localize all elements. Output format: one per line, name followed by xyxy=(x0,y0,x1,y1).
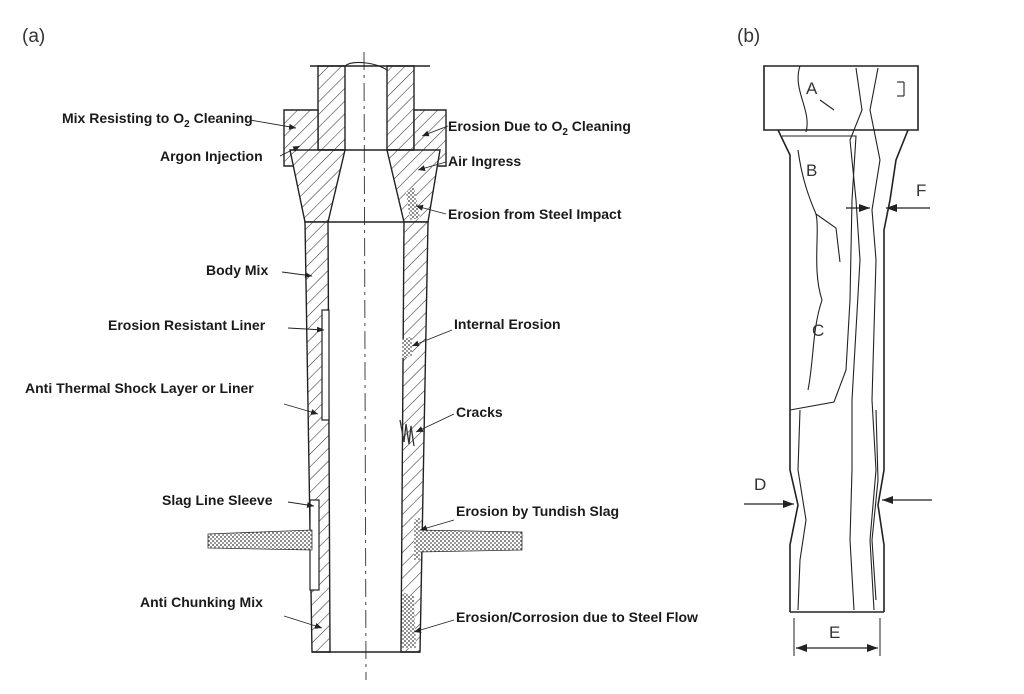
nozzle-cross-section xyxy=(207,51,523,681)
slag-erosion-mark xyxy=(414,516,420,560)
left-labels: Mix Resisting to O2 Cleaning Argon Injec… xyxy=(25,110,325,629)
dimension-arrows xyxy=(744,204,932,656)
steel-flow-erosion-mark xyxy=(402,592,416,648)
panel-label-b: (b) xyxy=(737,26,760,47)
cracks-mark xyxy=(399,419,415,447)
label-argon-injection: Argon Injection xyxy=(160,148,263,164)
zone-f: F xyxy=(916,181,926,200)
label-mix-resisting-o2: Mix Resisting to O2 Cleaning xyxy=(62,110,253,130)
zone-c: C xyxy=(812,321,824,340)
label-erosion-resistant-liner: Erosion Resistant Liner xyxy=(108,317,266,333)
label-erosion-corrosion-flow: Erosion/Corrosion due to Steel Flow xyxy=(456,609,698,625)
erosion-resistant-liner xyxy=(321,309,330,421)
label-body-mix: Body Mix xyxy=(206,262,268,278)
panel-label-a: (a) xyxy=(22,26,45,47)
label-cracks: Cracks xyxy=(456,404,503,420)
zone-b: B xyxy=(806,161,817,180)
zone-d: D xyxy=(754,475,766,494)
label-air-ingress: Air Ingress xyxy=(448,153,521,169)
center-axis xyxy=(363,51,367,681)
label-slag-line-sleeve: Slag Line Sleeve xyxy=(162,492,273,508)
label-anti-chunking-mix: Anti Chunking Mix xyxy=(140,594,263,610)
label-internal-erosion: Internal Erosion xyxy=(454,316,561,332)
zone-e: E xyxy=(829,623,840,642)
steel-impact-mark xyxy=(406,186,420,220)
label-erosion-tundish-slag: Erosion by Tundish Slag xyxy=(456,503,619,519)
label-anti-thermal-shock: Anti Thermal Shock Layer or Liner xyxy=(25,380,254,396)
zone-a: A xyxy=(806,79,818,98)
tundish-slag-left xyxy=(207,529,313,551)
internal-erosion-mark xyxy=(402,336,412,358)
tundish-slag-right xyxy=(417,529,523,553)
worn-nozzle-section xyxy=(763,65,919,613)
right-labels: Erosion Due to O2 Cleaning Air Ingress E… xyxy=(411,118,698,633)
label-erosion-o2-cleaning: Erosion Due to O2 Cleaning xyxy=(448,118,631,138)
zone-labels: A B C D E F xyxy=(754,79,926,642)
label-erosion-steel-impact: Erosion from Steel Impact xyxy=(448,206,622,222)
